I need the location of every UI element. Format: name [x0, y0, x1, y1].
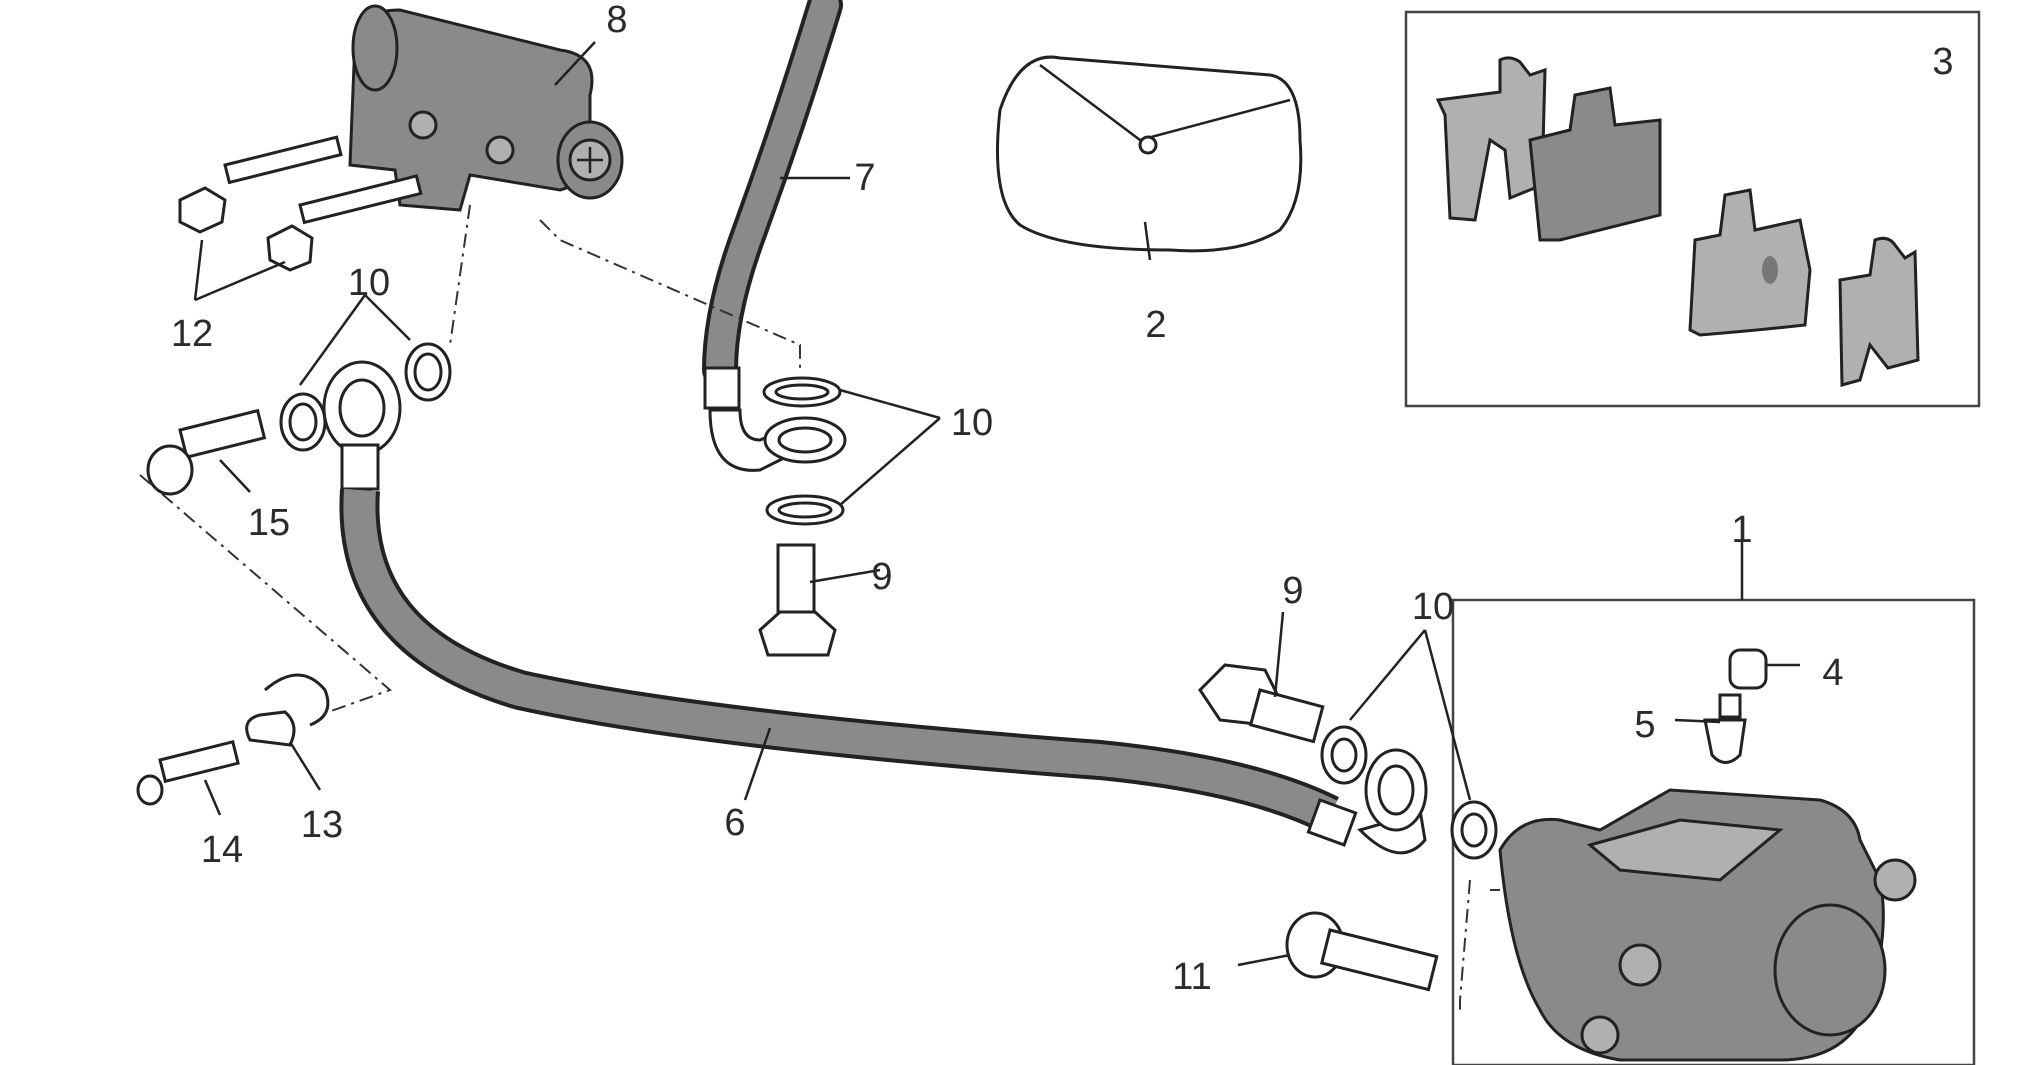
callout-10-left: 10 — [347, 262, 391, 304]
callout-14: 14 — [200, 829, 244, 871]
caliper-bolt-part — [1285, 911, 1439, 992]
leader-lines — [193, 41, 1800, 967]
callout-1: 1 — [1731, 509, 1753, 551]
copper-washers-upper-middle-part — [762, 376, 845, 526]
bleed-valve-upper-part — [146, 408, 267, 496]
caliper-cover-part — [996, 55, 1303, 253]
callout-9-lower: 9 — [1282, 570, 1304, 612]
callout-15: 15 — [247, 502, 291, 544]
master-cylinder-part — [348, 4, 624, 212]
callout-11: 11 — [1172, 956, 1212, 998]
bleed-screw-part — [136, 740, 240, 806]
copper-washers-upper-left-part — [279, 342, 452, 452]
brake-pads-part — [1435, 56, 1920, 387]
bleed-cap-part — [245, 673, 330, 747]
callout-4: 4 — [1822, 652, 1844, 694]
callout-8: 8 — [606, 0, 628, 41]
callout-7: 7 — [854, 157, 876, 199]
callout-10-middle: 10 — [950, 402, 994, 444]
callout-5: 5 — [1634, 704, 1656, 746]
upper-brake-hose-part — [702, 0, 847, 472]
brake-pads-kit-frame — [1404, 10, 1981, 408]
banjo-bolt-lower-part — [1198, 663, 1325, 744]
bleed-nipple-part — [1703, 693, 1747, 764]
lower-brake-hose-part — [322, 360, 1428, 855]
callout-6: 6 — [724, 802, 746, 844]
master-cylinder-bolts-part — [178, 135, 423, 272]
bleed-nipple-cap-part — [1728, 648, 1768, 690]
callout-10-lower: 10 — [1411, 586, 1455, 628]
callout-13: 13 — [300, 804, 344, 846]
callout-12: 12 — [170, 313, 214, 355]
callout-2: 2 — [1145, 304, 1167, 346]
copper-washers-lower-part — [1320, 725, 1498, 860]
callout-9-upper: 9 — [871, 556, 893, 598]
brake-caliper-part — [1498, 788, 1917, 1062]
callout-3: 3 — [1932, 41, 1954, 83]
alignment-lines — [139, 204, 1500, 1010]
banjo-bolt-upper-part — [758, 543, 837, 657]
